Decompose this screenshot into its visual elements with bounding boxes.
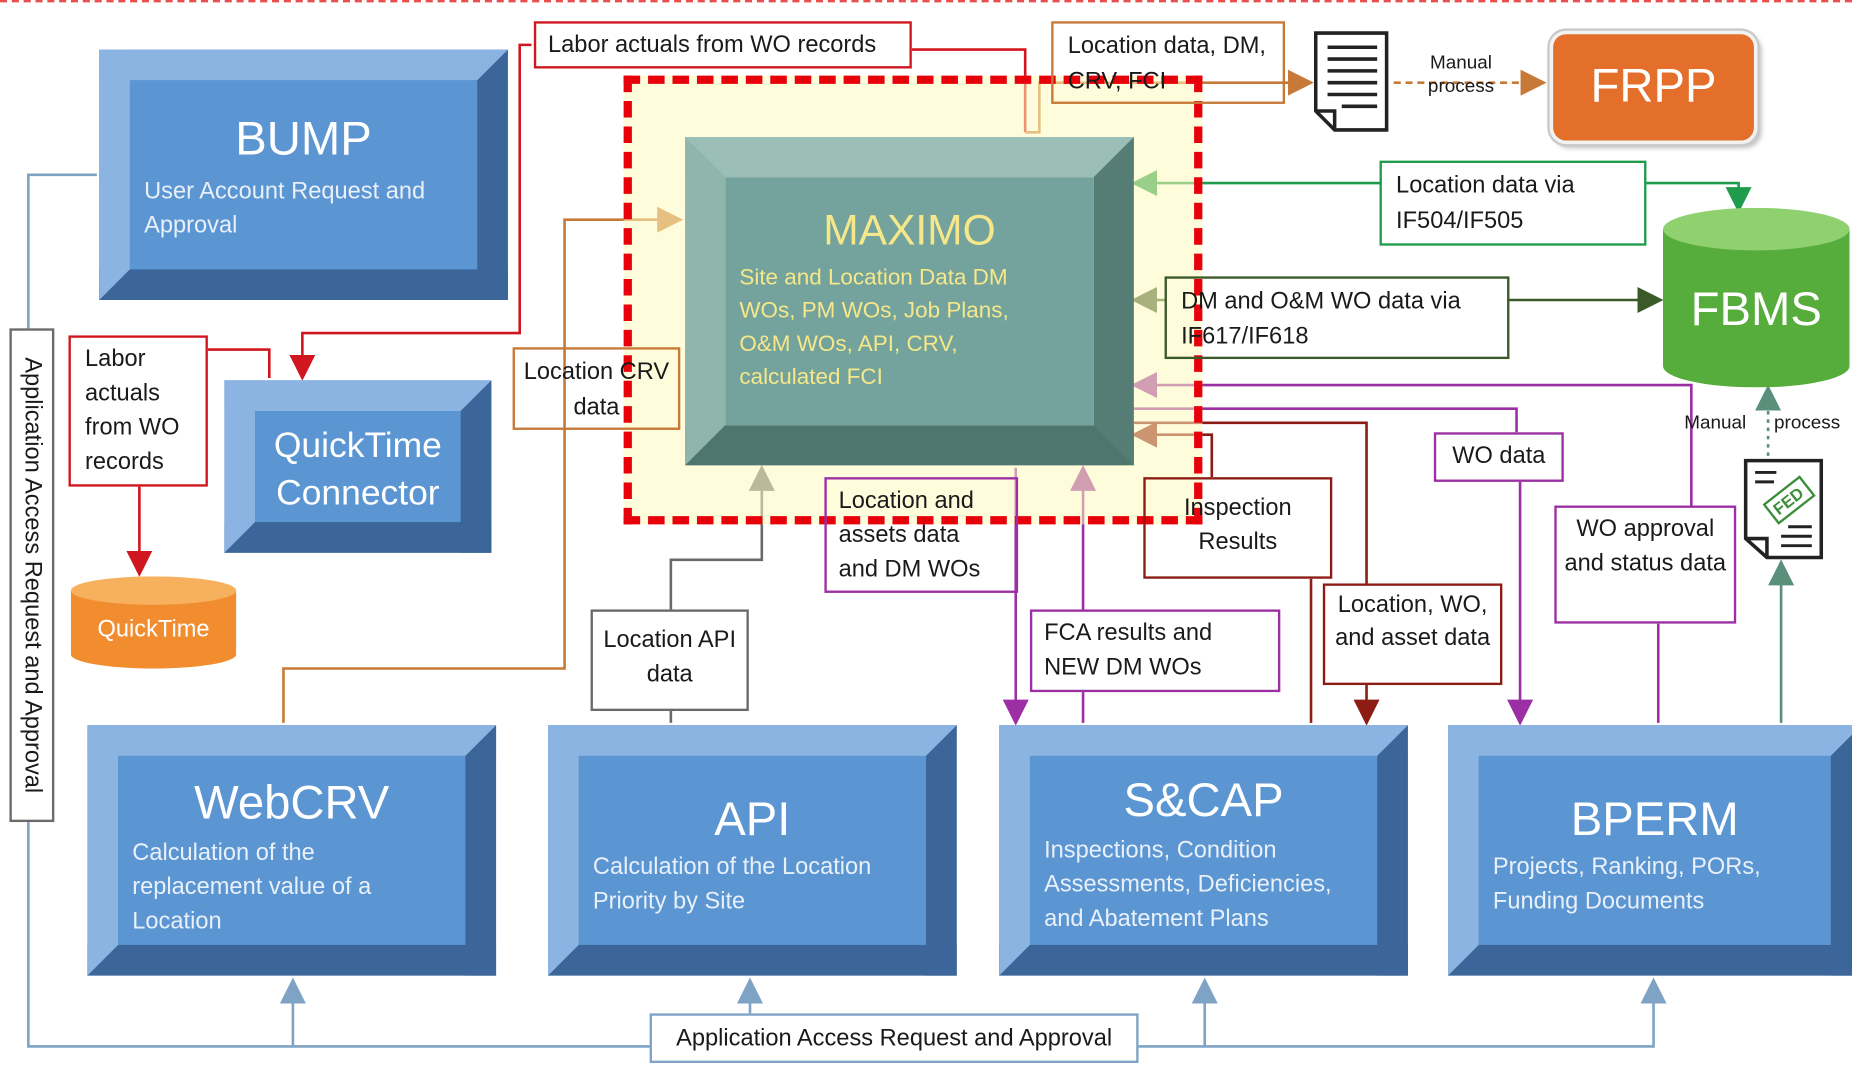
bump-description: User Account Request and Approval <box>144 178 426 239</box>
bump-system-box: BUMP User Account Request and Approval <box>99 49 508 300</box>
api-system-box: API Calculation of the Location Priority… <box>548 725 957 976</box>
quicktime-cylinder-shape <box>70 576 237 669</box>
location-wo-asset-label: Location, WO, and asset data <box>1322 583 1503 686</box>
bump-title: BUMP <box>235 113 372 166</box>
fbms-database: FBMS <box>1662 207 1850 388</box>
access-request-left-text: Application Access Request and Approval <box>19 357 46 794</box>
manual-label: Manual <box>1684 413 1747 434</box>
document-icon <box>1311 28 1391 134</box>
labor-actuals-top-label: Labor actuals from WO records <box>533 21 912 69</box>
location-dm-crv-fci-label: Location data, DM, CRV, FCI <box>1051 21 1286 104</box>
access-request-left-label: Application Access Request and Approval <box>9 328 55 823</box>
location-crv-label: Location CRV data <box>512 347 681 430</box>
quicktime-title: QuickTime <box>97 616 210 643</box>
webcrv-system-box: WebCRV Calculation of the replacement va… <box>87 725 497 976</box>
api-title: API <box>714 793 791 846</box>
inspection-results-label: Inspection Results <box>1143 477 1333 579</box>
frpp-system-box: FRPP <box>1549 30 1758 145</box>
wo-data-label: WO data <box>1433 432 1564 482</box>
top-dashed-border <box>0 0 1852 3</box>
bperm-description: Projects, Ranking, PORs, Funding Documen… <box>1492 853 1761 915</box>
webcrv-title: WebCRV <box>194 777 390 830</box>
maximo-title: MAXIMO <box>823 205 996 254</box>
quicktime-connector-box: QuickTime Connector <box>224 380 492 553</box>
webcrv-description: Calculation of the replacement value of … <box>132 839 372 935</box>
frpp-title: FRPP <box>1590 60 1717 113</box>
fed-document-icon: FED <box>1741 456 1826 562</box>
scap-title: S&CAP <box>1123 774 1284 827</box>
fbms-cylinder-shape <box>1662 207 1850 388</box>
process-label: process <box>1774 413 1841 434</box>
fca-results-label: FCA results and NEW DM WOs <box>1029 609 1281 693</box>
api-description: Calculation of the Location Priority by … <box>592 853 872 915</box>
location-if504-label: Location data via IF504/IF505 <box>1379 160 1647 246</box>
location-assets-dm-label: Location and assets data and DM WOs <box>824 477 1019 593</box>
scap-system-box: S&CAP Inspections, Condition Assessments… <box>999 725 1408 976</box>
bperm-title: BPERM <box>1570 793 1739 846</box>
manual-process-frpp-label: Manual process <box>1427 53 1495 97</box>
maximo-description: Site and Location Data DM WOs, PM WOs, J… <box>739 265 1009 390</box>
quicktime-database: QuickTime <box>70 576 237 669</box>
access-request-bottom-label: Application Access Request and Approval <box>649 1013 1139 1063</box>
dm-om-if617-label: DM and O&M WO data via IF617/IF618 <box>1164 276 1510 360</box>
location-api-label: Location API data <box>590 609 749 712</box>
maximo-system-box: MAXIMO Site and Location Data DM WOs, PM… <box>685 137 1134 466</box>
fbms-title: FBMS <box>1690 283 1822 336</box>
bperm-system-box: BPERM Projects, Ranking, PORs, Funding D… <box>1448 725 1852 976</box>
quicktime-connector-title: QuickTime Connector <box>273 426 442 513</box>
wo-approval-status-label: WO approval and status data <box>1554 505 1737 624</box>
scap-description: Inspections, Condition Assessments, Defi… <box>1044 837 1332 932</box>
labor-actuals-left-label: Labor actuals from WO records <box>68 335 208 487</box>
